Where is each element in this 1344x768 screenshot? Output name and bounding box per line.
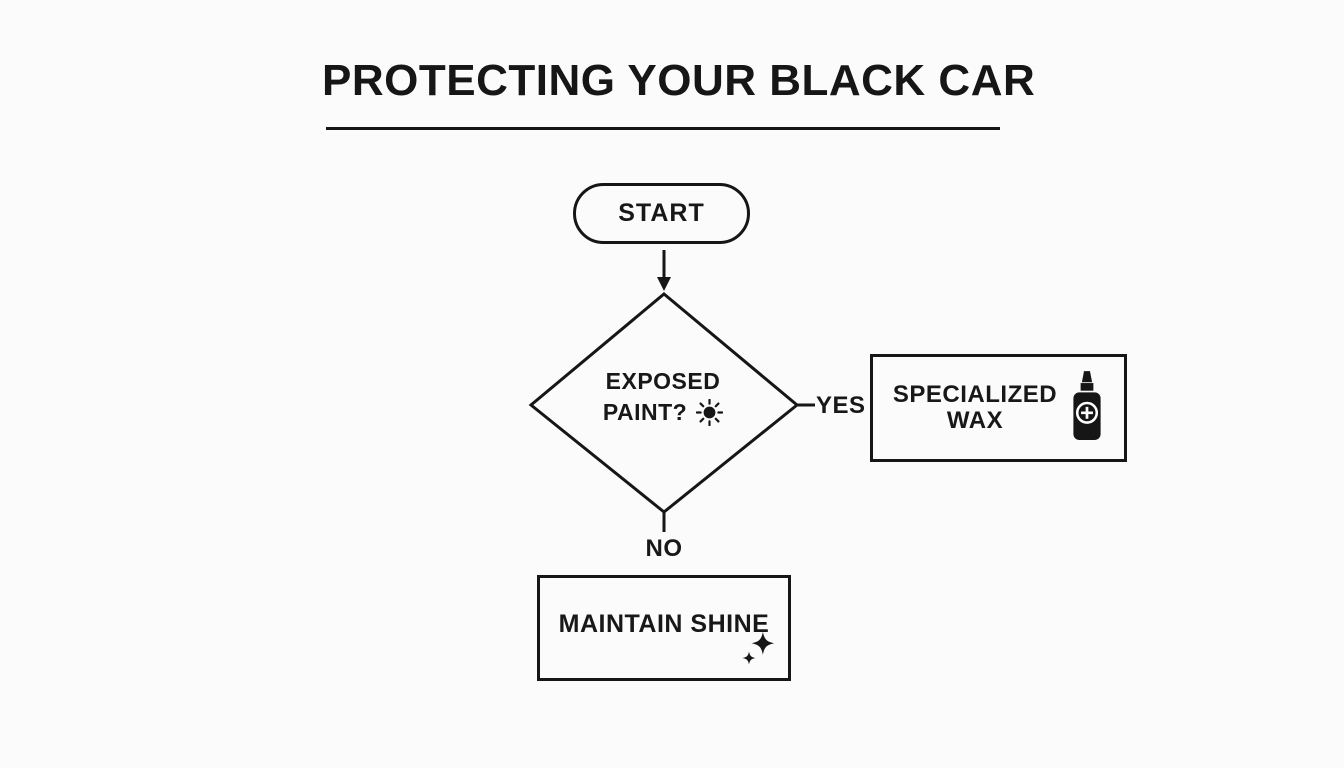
arrowhead-down-icon bbox=[657, 277, 671, 291]
title-underline bbox=[326, 127, 1000, 130]
decision-line1: EXPOSED bbox=[605, 368, 721, 394]
branch-label-no: NO bbox=[645, 535, 683, 562]
maintain-shine-node: MAINTAIN SHINE bbox=[537, 575, 791, 681]
start-node: START bbox=[573, 183, 750, 244]
decision-line2: PAINT? bbox=[602, 399, 688, 425]
specialized-wax-label: SPECIALIZED WAX bbox=[893, 382, 1057, 434]
wax-bottle-icon bbox=[1070, 370, 1104, 447]
specialized-wax-node: SPECIALIZED WAX bbox=[870, 354, 1127, 462]
sparkles-icon bbox=[740, 629, 776, 669]
maintain-shine-label: MAINTAIN SHINE bbox=[558, 610, 770, 638]
specialized-wax-line1: SPECIALIZED bbox=[892, 381, 1058, 408]
page-title: PROTECTING YOUR BLACK CAR bbox=[322, 56, 1036, 105]
specialized-wax-line2: WAX bbox=[946, 407, 1004, 434]
decision-node-text: EXPOSED PAINT? bbox=[548, 366, 778, 428]
branch-label-yes: YES bbox=[816, 392, 866, 419]
sun-icon bbox=[696, 399, 724, 426]
start-node-label: START bbox=[618, 199, 705, 227]
